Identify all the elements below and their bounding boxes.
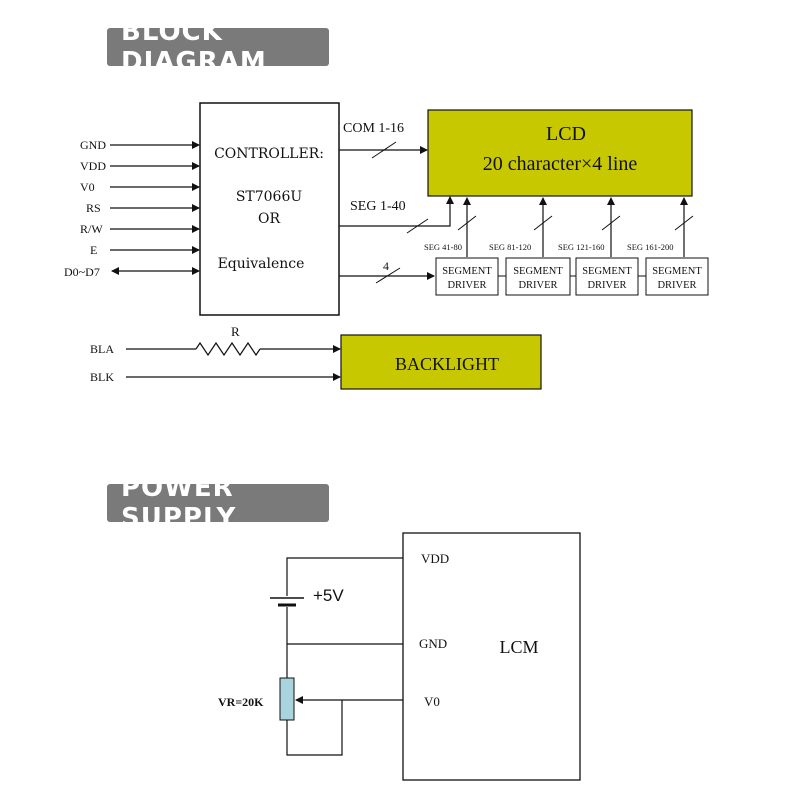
segment-driver-line1: SEGMENT	[513, 266, 563, 277]
seg-range-label: SEG 161-200	[627, 242, 674, 252]
pin-label: R/W	[80, 222, 103, 236]
controller-equivalence: Equivalence	[218, 256, 305, 272]
gnd-wire	[286, 607, 403, 645]
seg-bus	[339, 196, 454, 227]
battery-icon	[270, 597, 304, 607]
seg-range-label: SEG 81-120	[489, 242, 531, 252]
lcm-box	[402, 532, 581, 781]
segment-driver-line1: SEGMENT	[442, 266, 492, 277]
com-bus-label: COM 1-16	[343, 121, 404, 136]
seg-bus-label: SEG 1-40	[350, 199, 406, 214]
controller-label: CONTROLLER:	[214, 146, 324, 162]
blk-label: BLK	[90, 370, 114, 384]
pot-ground-loop	[286, 700, 343, 756]
pin-label: VDD	[80, 159, 106, 173]
pin-label: V0	[80, 180, 95, 194]
pin-label: GND	[80, 138, 106, 152]
segment-driver-line2: DRIVER	[518, 280, 557, 291]
segment-driver-line2: DRIVER	[657, 280, 696, 291]
seg-range-label: SEG 41-80	[424, 242, 462, 252]
potentiometer-icon	[279, 677, 295, 721]
lcd-panel	[427, 109, 693, 197]
controller-or: OR	[258, 211, 280, 227]
controller-box	[199, 102, 340, 316]
resistor-icon	[126, 341, 341, 357]
v0-label: V0	[424, 694, 440, 709]
segment-driver-line2: DRIVER	[587, 280, 626, 291]
backlight-box	[340, 334, 542, 390]
gnd-label: GND	[419, 636, 447, 651]
segment-driver-line1: SEGMENT	[652, 266, 702, 277]
lcm-label: LCM	[499, 637, 538, 657]
bla-label: BLA	[90, 342, 114, 356]
seg-range-label: SEG 121-160	[558, 242, 605, 252]
lcd-subtitle: 20 character×4 line	[483, 153, 638, 175]
backlight-label: BACKLIGHT	[395, 354, 499, 374]
driver-bus-label: 4	[383, 259, 389, 273]
vdd-label: VDD	[421, 551, 449, 566]
pin-label: E	[90, 243, 97, 257]
segment-driver-1: SEGMENT DRIVER SEG 41-80	[424, 197, 499, 296]
segment-driver-line2: DRIVER	[447, 280, 486, 291]
vdd-wire	[286, 557, 403, 596]
pin-label: RS	[86, 201, 101, 215]
resistor-label: R	[231, 324, 240, 339]
vr-label: VR=20K	[218, 695, 264, 709]
lcd-title: LCD	[546, 123, 586, 145]
supply-label: +5V	[313, 586, 344, 605]
controller-chip: ST7066U	[236, 189, 303, 205]
segment-driver-2: SEGMENT DRIVER SEG 81-120	[489, 197, 571, 296]
pin-inputs: GND VDD V0 RS R/W E D0~D7	[64, 138, 200, 279]
segment-driver-line1: SEGMENT	[582, 266, 632, 277]
pin-label: D0~D7	[64, 265, 100, 279]
segment-driver-3: SEGMENT DRIVER SEG 121-160	[558, 197, 639, 296]
segment-driver-4: SEGMENT DRIVER SEG 161-200	[627, 197, 709, 296]
power-supply-heading: POWER SUPPLY	[107, 473, 329, 533]
